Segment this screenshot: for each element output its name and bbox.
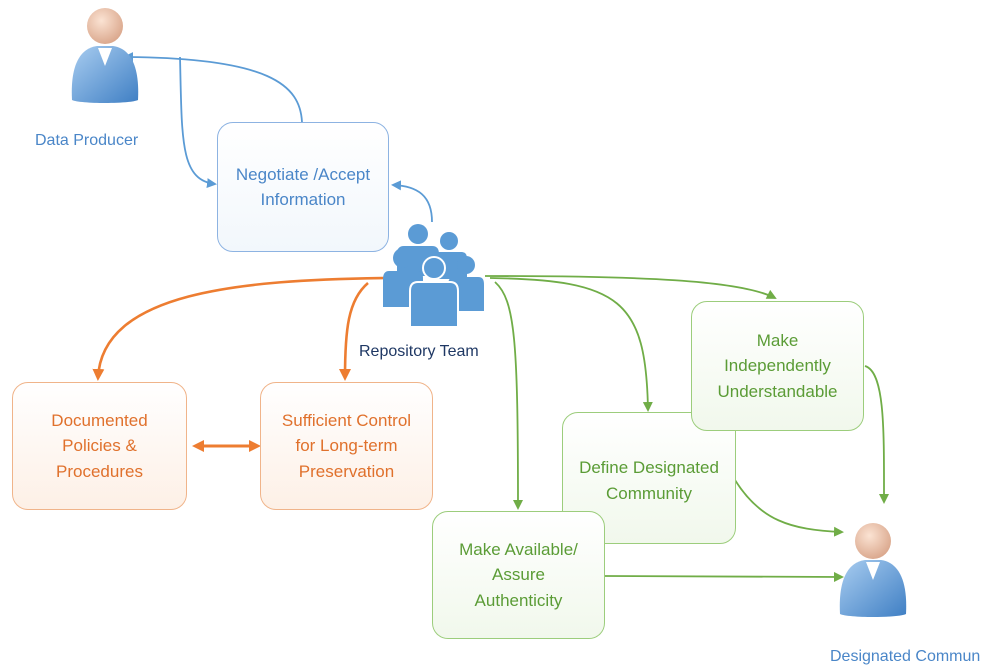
arrow-available-to-community bbox=[604, 571, 844, 582]
make-available-assure-authenticity-box: Make Available/ Assure Authenticity bbox=[432, 511, 605, 639]
arrow-team-to-sufficient bbox=[339, 282, 369, 381]
arrow-understandable-to-community bbox=[864, 365, 890, 504]
repository-team-icon bbox=[383, 224, 484, 328]
arrow-team-to-documented bbox=[92, 276, 386, 381]
repository-team-label: Repository Team bbox=[359, 343, 479, 360]
arrow-team-to-define-community bbox=[489, 277, 653, 412]
designated-community-label: Designated Community bbox=[830, 648, 981, 665]
data-producer-person-icon bbox=[71, 8, 139, 103]
arrow-producer-to-negotiate bbox=[179, 56, 217, 189]
arrow-define-to-community bbox=[734, 479, 844, 537]
arrow-team-to-make-available bbox=[494, 281, 523, 510]
designated-community-person-icon bbox=[839, 523, 907, 617]
arrow-negotiate-to-producer bbox=[123, 52, 303, 123]
make-independently-understandable-box: Make Independently Understandable bbox=[691, 301, 864, 431]
define-designated-community-box: Define Designated Community bbox=[562, 412, 736, 544]
negotiate-accept-information-box: Negotiate /Accept Information bbox=[217, 122, 389, 252]
arrow-team-to-negotiate bbox=[391, 180, 433, 223]
data-producer-label: Data Producer bbox=[35, 132, 139, 149]
sufficient-control-box: Sufficient Control for Long-term Preserv… bbox=[260, 382, 433, 510]
documented-policies-box: Documented Policies & Procedures bbox=[12, 382, 187, 510]
arrow-team-to-make-understandable bbox=[484, 275, 777, 299]
